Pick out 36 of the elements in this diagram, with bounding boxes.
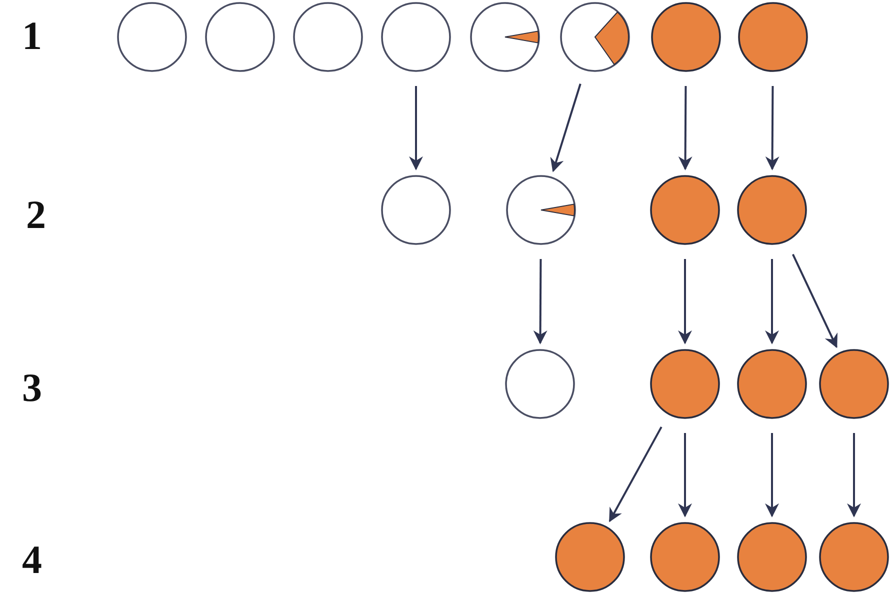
row-number: 1 [22,16,42,56]
pie-circle [560,2,630,72]
arrow [608,426,662,522]
pie-circle [470,2,540,72]
pie-circle [506,175,576,245]
empty-circle [205,2,275,72]
arrow [765,86,780,170]
arrow [678,86,692,170]
row-number: 2 [26,195,46,235]
filled-circle [651,2,721,72]
row-number: 4 [22,540,42,580]
filled-circle [650,349,720,419]
empty-circle [117,2,187,72]
empty-circle [505,349,575,419]
filled-circle [650,175,720,245]
filled-circle [819,349,889,419]
arrow [533,259,548,344]
filled-circle [650,522,720,592]
arrow [678,433,692,518]
filled-circle [738,2,808,72]
arrow [678,259,692,344]
row-number: 3 [22,368,42,408]
filled-circle [737,522,807,592]
filled-circle [819,522,889,592]
arrow [765,259,779,344]
filled-circle [737,349,807,419]
empty-circle [381,2,451,72]
arrow [409,86,423,170]
filled-circle [555,522,625,592]
empty-circle [381,175,451,245]
empty-circle [293,2,363,72]
arrow [792,254,838,348]
filled-circle [737,175,807,245]
arrow [765,433,779,518]
arrow [550,83,582,172]
arrow [847,433,861,518]
